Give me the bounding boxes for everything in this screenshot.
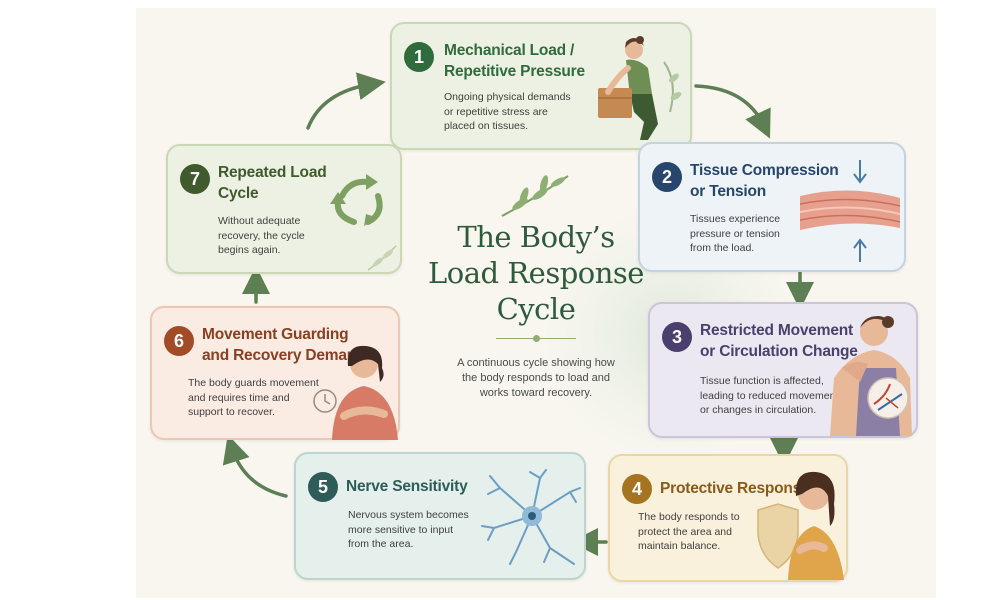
step-title: Mechanical Load / Repetitive Pressure xyxy=(444,42,585,80)
title-line-1: The Body’s xyxy=(457,220,615,254)
step-description: The body responds to protect the area an… xyxy=(638,511,740,552)
woman-with-shield-illustration xyxy=(757,471,844,580)
step-title: Protective Response xyxy=(660,480,810,497)
step-title: Restricted Movement or Circulation Chang… xyxy=(700,322,858,360)
step-card-4: 4 Protective Response The body responds … xyxy=(608,454,848,582)
step-card-2: 2 Tissue Compression or Tension Tissues … xyxy=(638,142,906,272)
step-card-3: 3 Restricted Movement or Circulation Cha… xyxy=(648,302,918,438)
shoulder-circulation-illustration xyxy=(830,316,912,436)
step-number-badge: 4 xyxy=(622,474,652,504)
clock-icon xyxy=(313,389,337,413)
arrow-5-to-6 xyxy=(222,434,288,498)
step-description: Without adequate recovery, the cycle beg… xyxy=(218,215,305,256)
woman-guarding-arm-illustration xyxy=(332,345,398,440)
step-number-badge: 2 xyxy=(652,162,682,192)
step-title: Nerve Sensitivity xyxy=(346,478,468,495)
step-number-badge: 3 xyxy=(662,322,692,352)
compressed-tissue-illustration xyxy=(800,160,900,262)
subtitle: A continuous cycle showing how the body … xyxy=(457,357,615,399)
step-title: Movement Guarding and Recovery Demand xyxy=(202,326,366,364)
step-number-badge: 6 xyxy=(164,326,194,356)
step-card-7: 7 Repeated Load Cycle Without adequate r… xyxy=(166,144,402,274)
step-title: Tissue Compression or Tension xyxy=(690,162,839,200)
arrow-7-to-1 xyxy=(306,72,386,130)
person-lifting-box-illustration xyxy=(598,36,682,140)
step-description: Tissues experience pressure or tension f… xyxy=(690,213,781,254)
step-description: Ongoing physical demands or repetitive s… xyxy=(444,91,571,132)
neuron-illustration xyxy=(481,469,581,565)
step-description: The body guards movement and requires ti… xyxy=(188,377,319,418)
leaf-sprig-icon xyxy=(367,245,397,271)
recycle-arrows-icon xyxy=(330,174,383,226)
step-title: Repeated Load Cycle xyxy=(218,164,327,202)
step-description: Nervous system becomes more sensitive to… xyxy=(348,509,469,550)
title-divider-dot xyxy=(533,335,540,342)
step-card-1: 1 Mechanical Load / Repetitive Pressure … xyxy=(390,22,692,150)
step-number-badge: 1 xyxy=(404,42,434,72)
step-number-badge: 7 xyxy=(180,164,210,194)
step-card-5: 5 Nerve Sensitivity Nervous system becom… xyxy=(294,452,586,580)
step-description: Tissue function is affected, leading to … xyxy=(700,375,839,416)
arrow-1-to-2 xyxy=(694,84,771,139)
step-card-6: 6 Movement Guarding and Recovery Demand … xyxy=(150,306,400,440)
diagram-canvas: 1 Mechanical Load / Repetitive Pressure … xyxy=(136,8,936,598)
title-line-3: Cycle xyxy=(496,292,576,326)
title-line-2: Load Response xyxy=(428,256,644,290)
cycle-arrows xyxy=(222,72,814,556)
step-number-badge: 5 xyxy=(308,472,338,502)
leaf-branch-icon xyxy=(501,175,569,217)
